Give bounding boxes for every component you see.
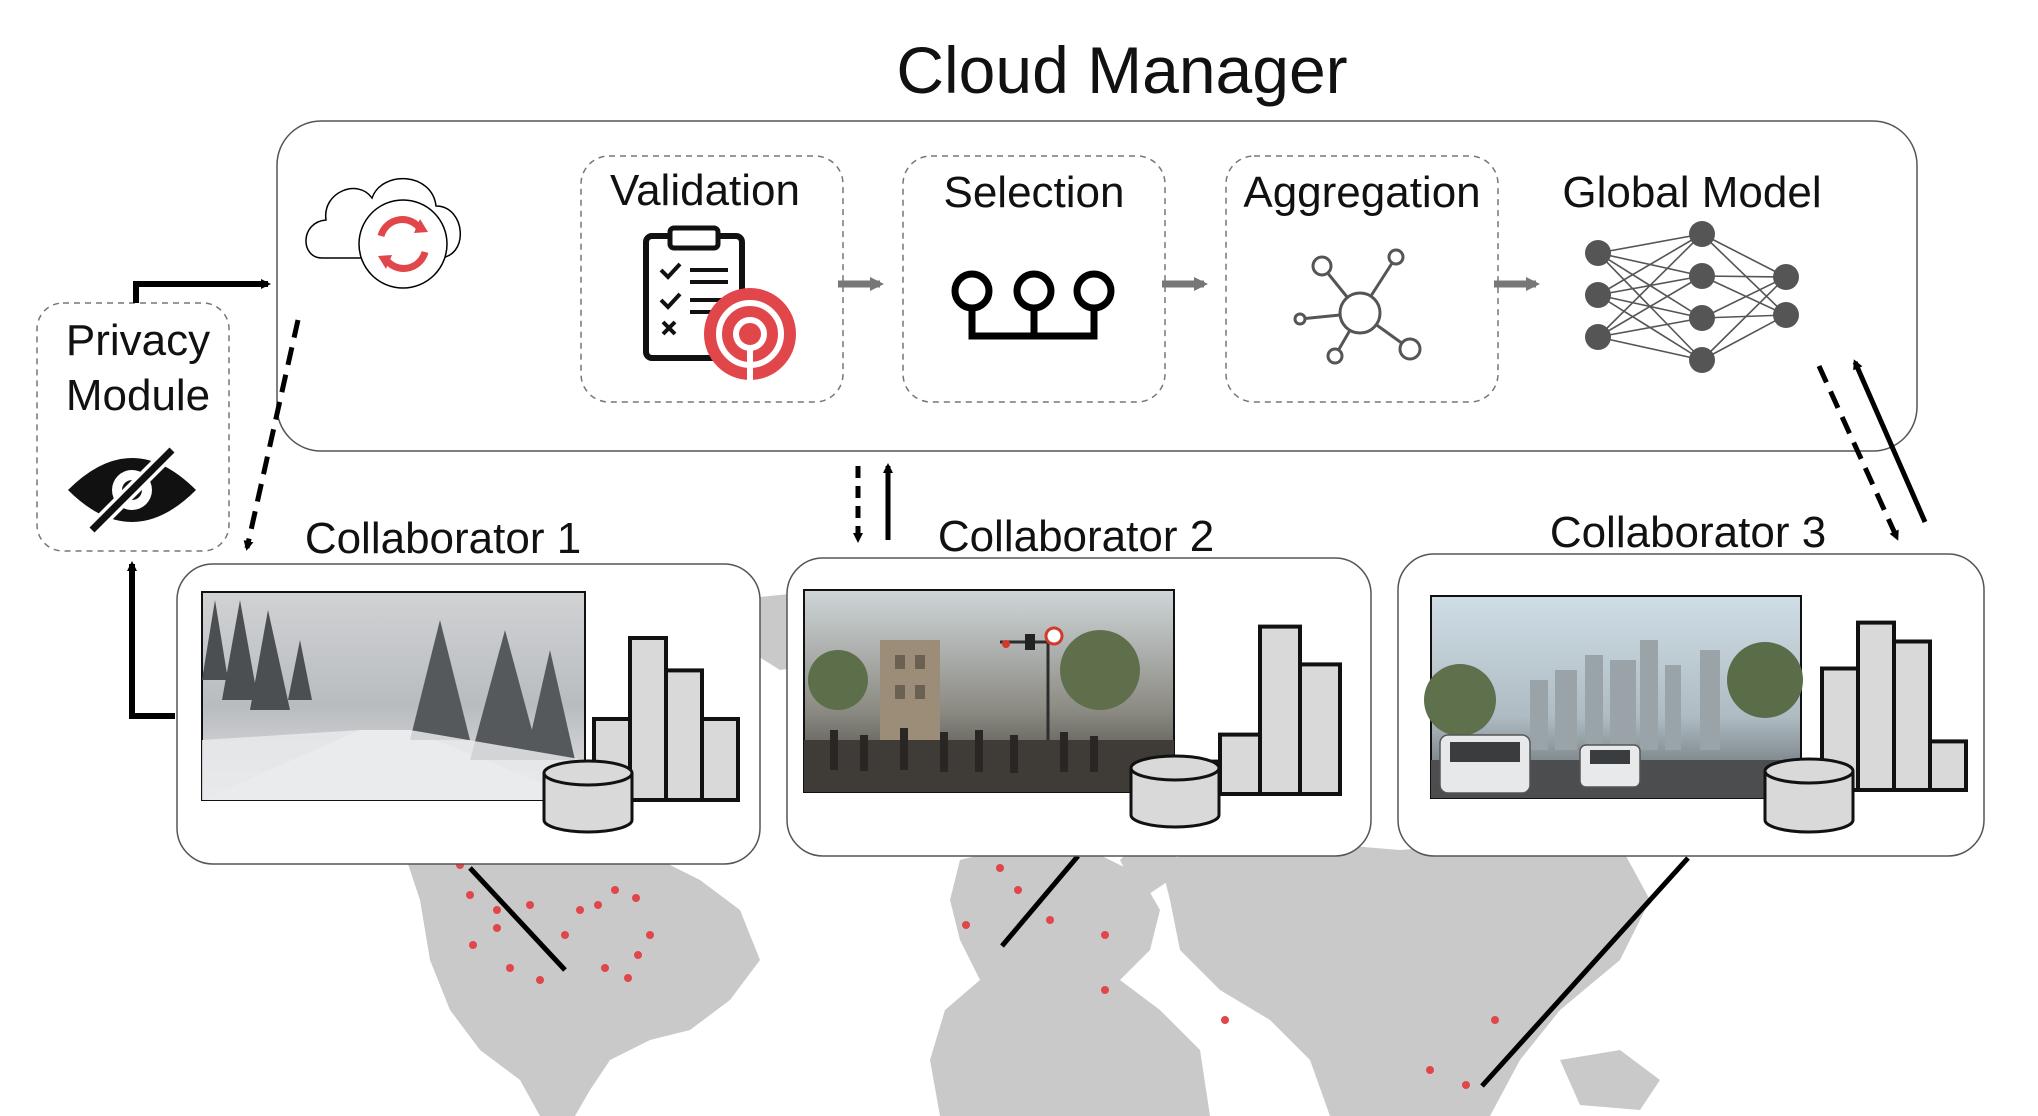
aggregation-stage-box — [1225, 155, 1499, 403]
eye-slash-icon — [68, 445, 196, 535]
map-pin — [561, 931, 569, 939]
map-pin — [469, 941, 477, 949]
global-model-label: Global Model — [1562, 168, 1821, 217]
europe-africa-landmass — [930, 845, 1210, 1116]
map-pin — [526, 901, 534, 909]
map-pin — [466, 891, 474, 899]
map-pin — [1462, 1081, 1470, 1089]
map-pin — [634, 951, 642, 959]
privacy-module-label-line2: Module — [66, 371, 210, 420]
histogram-bar — [1928, 739, 1968, 793]
asia-landmass — [1160, 840, 1650, 1116]
north-america-landmass — [400, 820, 760, 1116]
collaborator-2-map-line — [1000, 854, 1080, 948]
collaborator-3-map-line — [1480, 856, 1690, 1088]
location-pins — [456, 861, 1499, 1089]
histogram-bar — [1892, 639, 1932, 792]
collaborator-1-map-line — [468, 866, 567, 972]
histogram-bar — [1856, 620, 1896, 792]
neural-network-icon — [1585, 221, 1799, 373]
histogram-bar — [1258, 624, 1302, 796]
southeast-asia-islands — [1560, 1050, 1660, 1110]
map-pin — [962, 921, 970, 929]
map-pin — [624, 974, 632, 982]
aggregation-stage-label: Aggregation — [1243, 168, 1480, 217]
city-skyline-traffic-image — [1424, 595, 1803, 799]
map-pin — [506, 964, 514, 972]
three-node-selection-icon — [951, 270, 1115, 340]
map-pin — [493, 906, 501, 914]
map-connectors — [468, 854, 1690, 1088]
map-pin — [1101, 931, 1109, 939]
selection-stage-box — [902, 155, 1166, 403]
collaborator-1-database-icon — [542, 759, 634, 834]
map-pin — [1046, 916, 1054, 924]
histogram-bar — [1298, 662, 1342, 797]
map-pin — [632, 894, 640, 902]
global-model-to-collaborator3-dashed-arrow — [1816, 364, 1900, 541]
privacy-module-label-line1: Privacy — [66, 316, 210, 365]
map-pin — [611, 886, 619, 894]
histogram-bar — [628, 636, 668, 802]
clipboard-checklist-icon — [643, 225, 796, 380]
map-pin — [1491, 1016, 1499, 1024]
histogram-bar — [1218, 732, 1262, 796]
collaborator3-to-global-model-arrow — [1852, 359, 1928, 524]
collaborator-3-label: Collaborator 3 — [1550, 508, 1826, 557]
diagram-title: Cloud Manager — [896, 33, 1347, 107]
cloud-sync-icon — [305, 177, 462, 289]
selection-stage-label: Selection — [943, 168, 1124, 217]
map-pin — [996, 864, 1004, 872]
collaborator-3-database-icon — [1763, 757, 1855, 834]
collaborator-2-label: Collaborator 2 — [938, 512, 1214, 561]
collaborator1-to-privacy-arrow — [127, 561, 175, 719]
map-pin — [536, 976, 544, 984]
cloud-to-collaborator1-dashed-arrow — [243, 319, 301, 551]
collaborator-3-histogram — [1820, 620, 1968, 793]
snowy-forest-road-image — [201, 591, 586, 801]
histogram-bar — [664, 668, 704, 803]
map-pin — [1426, 1066, 1434, 1074]
hub-network-icon — [1293, 248, 1422, 365]
collaborator-1-histogram — [592, 636, 740, 803]
validation-stage-label: Validation — [610, 166, 800, 215]
map-pin — [601, 964, 609, 972]
histogram-bar — [700, 717, 740, 802]
map-pin — [1014, 886, 1022, 894]
city-crosswalk-image — [803, 589, 1175, 793]
map-pin — [646, 931, 654, 939]
map-pin — [576, 906, 584, 914]
privacy-to-cloud-arrow — [133, 279, 271, 303]
collaborator-2-database-icon — [1129, 754, 1221, 829]
map-pin — [1101, 986, 1109, 994]
map-pin — [594, 901, 602, 909]
collaborator-1-label: Collaborator 1 — [305, 514, 581, 563]
map-pin — [493, 924, 501, 932]
map-pin — [1221, 1016, 1229, 1024]
